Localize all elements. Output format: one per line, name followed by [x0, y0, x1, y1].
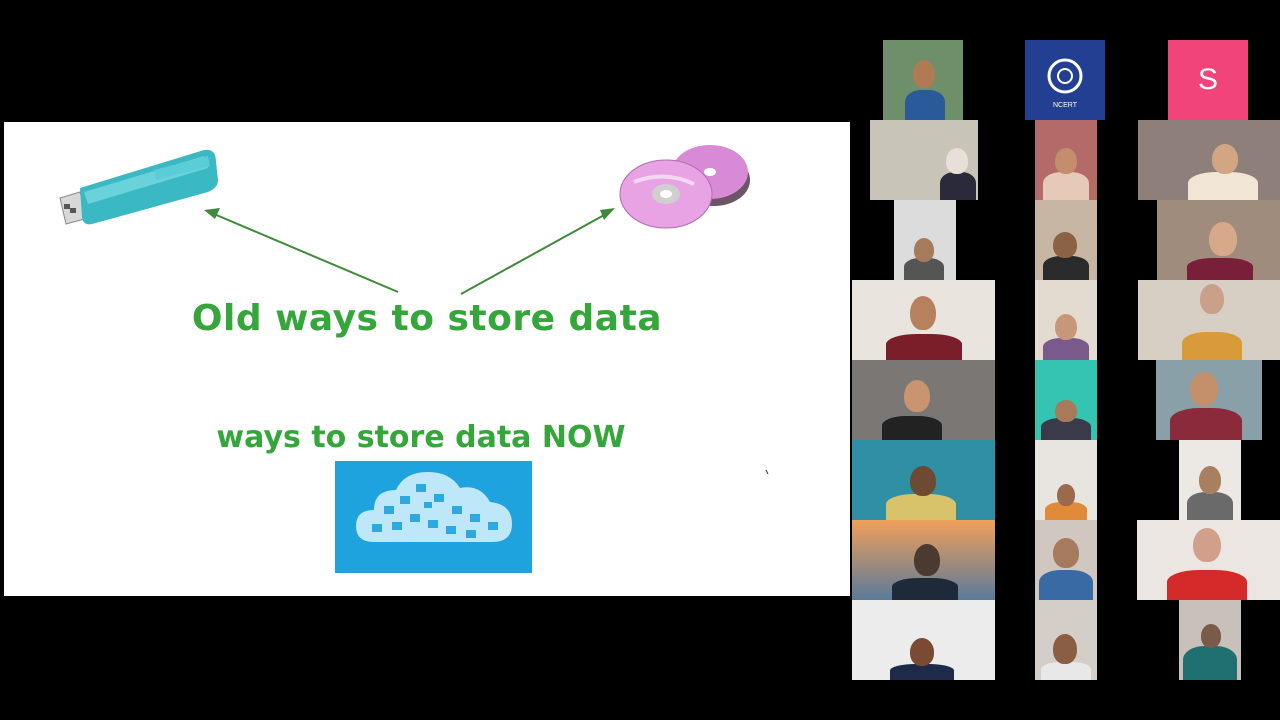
participant-tile[interactable]: [1138, 280, 1280, 360]
participant-gallery: NCERT S: [852, 40, 1280, 680]
participant-tile[interactable]: [1035, 520, 1097, 600]
participant-tile[interactable]: [894, 200, 956, 280]
shared-screen: Old ways to store data ways to store dat…: [4, 122, 850, 596]
cloud-network-image: [335, 461, 532, 573]
participant-tile[interactable]: [1035, 200, 1097, 280]
avatar[interactable]: S: [1168, 40, 1248, 120]
participant-tile[interactable]: [1179, 600, 1241, 680]
participant-tile[interactable]: [1035, 360, 1097, 440]
participant-tile[interactable]: [1035, 120, 1097, 200]
participant-tile[interactable]: [852, 440, 995, 520]
participant-tile[interactable]: [870, 120, 978, 200]
usb-drive-image: [59, 149, 218, 225]
participant-tile[interactable]: [1137, 520, 1280, 600]
ncert-logo-icon: [1047, 58, 1083, 94]
participant-tile[interactable]: [1179, 440, 1241, 520]
participant-tile[interactable]: [1035, 280, 1097, 360]
cursor-mark: [765, 469, 769, 475]
participant-tile[interactable]: [852, 520, 995, 600]
participant-tile[interactable]: [852, 360, 995, 440]
headline-old-ways: Old ways to store data: [191, 298, 663, 339]
arrow-to-cd: [460, 208, 615, 295]
logo-caption: NCERT: [1053, 102, 1077, 109]
arrow-to-usb: [204, 208, 399, 293]
participant-tile[interactable]: [1157, 200, 1280, 280]
participant-tile[interactable]: [883, 40, 963, 120]
participant-tile[interactable]: [1035, 440, 1097, 520]
participant-tile[interactable]: [1138, 120, 1280, 200]
participant-tile[interactable]: [1035, 600, 1097, 680]
cd-discs-image: [619, 145, 750, 229]
ncert-logo-tile[interactable]: NCERT: [1025, 40, 1105, 120]
headline-now-ways: ways to store data NOW: [216, 420, 626, 455]
participant-tile[interactable]: [852, 280, 995, 360]
participant-tile[interactable]: [852, 600, 995, 680]
slide-graphics: [59, 145, 769, 573]
participant-tile[interactable]: [1156, 360, 1262, 440]
